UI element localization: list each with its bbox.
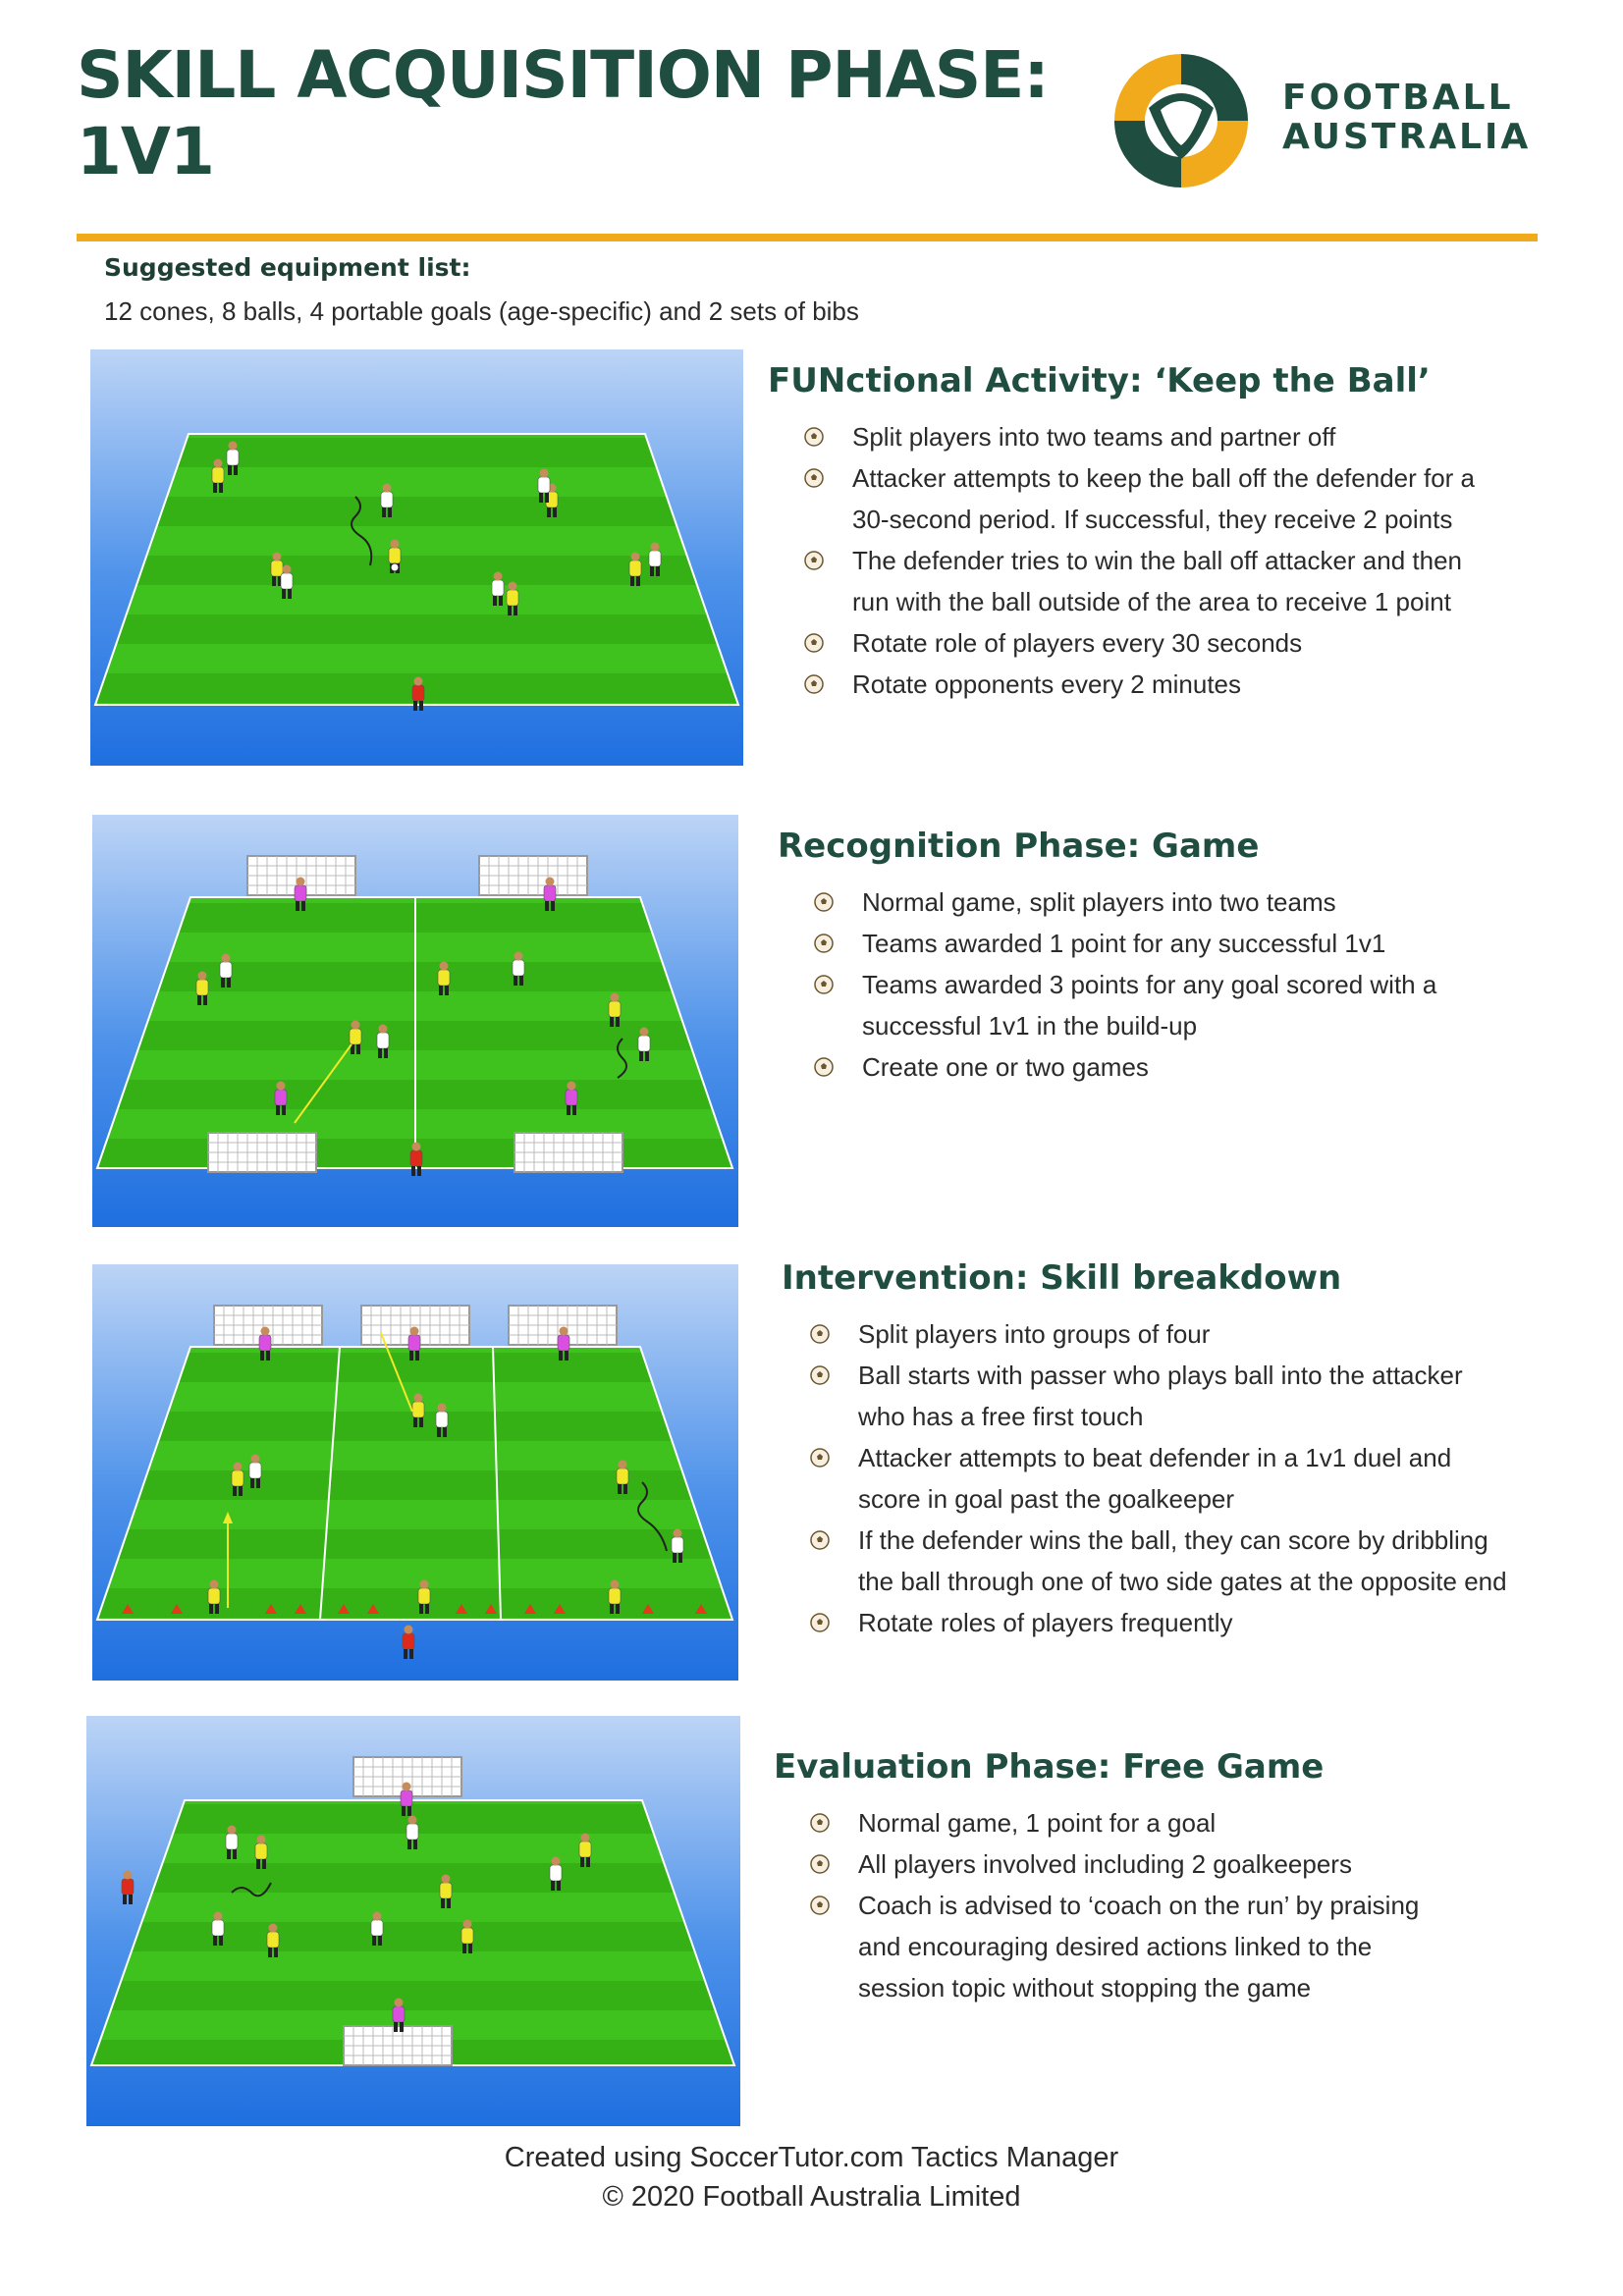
bullet-text: Rotate roles of players frequently [858, 1608, 1233, 1637]
bullet-text: Attacker attempts to beat defender in a … [858, 1443, 1452, 1472]
bullet-text: All players involved including 2 goalkee… [858, 1849, 1352, 1879]
section-title: FUNctional Activity: ‘Keep the Ball’ [768, 361, 1431, 400]
list-item: Teams awarded 3 points for any goal scor… [803, 964, 1436, 1005]
bullet-text: the ball through one of two side gates a… [858, 1567, 1507, 1596]
header-divider [77, 234, 1538, 241]
bullet-text: Ball starts with passer who plays ball i… [858, 1361, 1463, 1390]
bullet-text: score in goal past the goalkeeper [858, 1484, 1235, 1514]
soccer-ball-icon [814, 892, 834, 912]
bullet-text: Coach is advised to ‘coach on the run’ b… [858, 1891, 1420, 1920]
soccer-ball-icon [814, 975, 834, 994]
title-line-2: 1V1 [77, 114, 215, 189]
section-title: Evaluation Phase: Free Game [774, 1747, 1325, 1787]
soccer-ball-icon [810, 1448, 830, 1468]
logo-emblem-icon [1114, 54, 1248, 187]
soccer-ball-icon [804, 633, 824, 653]
list-item: Coach is advised to ‘coach on the run’ b… [799, 1885, 1419, 1926]
pitch-diagram-recognition-game [92, 815, 738, 1227]
list-item: All players involved including 2 goalkee… [799, 1843, 1419, 1885]
list-item: Split players into two teams and partner… [793, 416, 1475, 457]
logo-text-australia: AUSTRALIA [1282, 117, 1532, 157]
list-item-continued: 30-second period. If successful, they re… [793, 499, 1475, 540]
section-title: Intervention: Skill breakdown [782, 1258, 1342, 1298]
bullet-text: Rotate role of players every 30 seconds [852, 628, 1303, 658]
logo-wordmark: FOOTBALL AUSTRALIA [1282, 79, 1531, 157]
logo-text-football: FOOTBALL [1282, 78, 1514, 118]
bullet-text: Teams awarded 1 point for any successful… [862, 929, 1386, 958]
soccer-ball-icon [810, 1324, 830, 1344]
equipment-heading: Suggested equipment list: [104, 253, 471, 282]
list-item: Normal game, 1 point for a goal [799, 1802, 1419, 1843]
soccer-ball-icon [804, 674, 824, 694]
list-item: Normal game, split players into two team… [803, 881, 1436, 923]
pitch-diagram-skill-breakdown [92, 1264, 738, 1681]
list-item: Rotate opponents every 2 minutes [793, 664, 1475, 705]
bullet-text: If the defender wins the ball, they can … [858, 1525, 1488, 1555]
list-item: Rotate role of players every 30 seconds [793, 622, 1475, 664]
soccer-ball-icon [814, 934, 834, 953]
bullet-text: Create one or two games [862, 1052, 1149, 1082]
footer-copyright: © 2020 Football Australia Limited [602, 2181, 1021, 2213]
bullet-text: Normal game, 1 point for a goal [858, 1808, 1217, 1838]
list-item: Create one or two games [803, 1046, 1436, 1088]
bullet-list: Split players into groups of four Ball s… [799, 1313, 1507, 1643]
bullet-text: The defender tries to win the ball off a… [852, 546, 1463, 575]
bullet-text: Split players into groups of four [858, 1319, 1211, 1349]
section-title: Recognition Phase: Game [778, 827, 1260, 866]
soccer-ball-icon [810, 1613, 830, 1632]
list-item-continued: who has a free first touch [799, 1396, 1507, 1437]
list-item: Rotate roles of players frequently [799, 1602, 1507, 1643]
soccer-ball-icon [814, 1057, 834, 1077]
list-item: Teams awarded 1 point for any successful… [803, 923, 1436, 964]
soccer-ball-icon [810, 1813, 830, 1833]
soccer-ball-icon [810, 1530, 830, 1550]
footer-credit: Created using SoccerTutor.com Tactics Ma… [504, 2142, 1119, 2173]
bullet-text: successful 1v1 in the build-up [862, 1011, 1198, 1041]
bullet-list: Normal game, 1 point for a goal All play… [799, 1802, 1419, 2008]
soccer-ball-icon [804, 551, 824, 570]
list-item: If the defender wins the ball, they can … [799, 1520, 1507, 1561]
bullet-text: and encouraging desired actions linked t… [858, 1932, 1373, 1961]
list-item: Ball starts with passer who plays ball i… [799, 1355, 1507, 1396]
bullet-text: Split players into two teams and partner… [852, 422, 1336, 452]
bullet-text: Normal game, split players into two team… [862, 887, 1336, 917]
bullet-list: Split players into two teams and partner… [793, 416, 1475, 705]
list-item: Split players into groups of four [799, 1313, 1507, 1355]
soccer-ball-icon [810, 1854, 830, 1874]
soccer-ball-icon [804, 468, 824, 488]
football-australia-logo: FOOTBALL AUSTRALIA [1109, 49, 1528, 192]
bullet-text: Attacker attempts to keep the ball off t… [852, 463, 1476, 493]
soccer-ball-icon [810, 1896, 830, 1915]
list-item: Attacker attempts to beat defender in a … [799, 1437, 1507, 1478]
list-item-continued: score in goal past the goalkeeper [799, 1478, 1507, 1520]
soccer-ball-icon [804, 427, 824, 447]
pitch-diagram-free-game [86, 1716, 740, 2126]
list-item-continued: and encouraging desired actions linked t… [799, 1926, 1419, 1967]
list-item-continued: successful 1v1 in the build-up [803, 1005, 1436, 1046]
bullet-list: Normal game, split players into two team… [803, 881, 1436, 1088]
bullet-text: 30-second period. If successful, they re… [852, 505, 1453, 534]
bullet-text: session topic without stopping the game [858, 1973, 1312, 2002]
equipment-text: 12 cones, 8 balls, 4 portable goals (age… [104, 296, 859, 326]
page-title: SKILL ACQUISITION PHASE: 1V1 [77, 37, 1050, 190]
list-item: The defender tries to win the ball off a… [793, 540, 1475, 581]
pitch-diagram-keep-the-ball [90, 349, 743, 766]
list-item-continued: session topic without stopping the game [799, 1967, 1419, 2008]
list-item-continued: the ball through one of two side gates a… [799, 1561, 1507, 1602]
bullet-text: Teams awarded 3 points for any goal scor… [862, 970, 1437, 999]
list-item-continued: run with the ball outside of the area to… [793, 581, 1475, 622]
soccer-ball-icon [810, 1365, 830, 1385]
bullet-text: who has a free first touch [858, 1402, 1144, 1431]
list-item: Attacker attempts to keep the ball off t… [793, 457, 1475, 499]
title-line-1: SKILL ACQUISITION PHASE: [77, 37, 1050, 113]
bullet-text: run with the ball outside of the area to… [852, 587, 1451, 616]
bullet-text: Rotate opponents every 2 minutes [852, 669, 1242, 699]
